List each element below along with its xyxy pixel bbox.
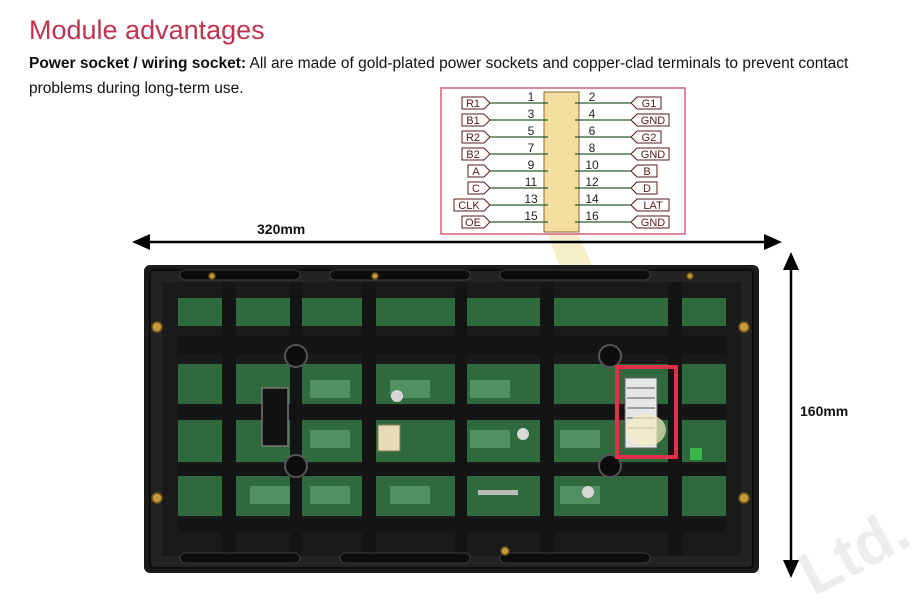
signal-tag — [467, 164, 491, 178]
signal-label: D — [643, 183, 651, 195]
pin-row-left-11: C 11 — [467, 175, 548, 195]
pin-row-right-2: G1 2 — [575, 90, 662, 110]
signal-label: GND — [641, 217, 666, 229]
signal-label: B2 — [466, 149, 479, 161]
signal-label: G2 — [642, 132, 657, 144]
signal-tag — [461, 96, 491, 110]
pin-number: 1 — [528, 90, 535, 104]
signal-tag — [630, 181, 658, 195]
pin-number: 2 — [589, 90, 596, 104]
signal-tag — [461, 130, 491, 144]
feature-description: Power socket / wiring socket: All are ma… — [29, 51, 889, 101]
width-dimension-label: 320mm — [257, 221, 306, 237]
pin-number: 8 — [589, 141, 596, 155]
pin-number: 6 — [589, 124, 596, 138]
pin-row-left-1: R1 1 — [461, 90, 548, 110]
signal-tag — [467, 181, 491, 195]
feature-label: Power socket / wiring socket: — [29, 55, 247, 72]
signal-label: CLK — [458, 200, 480, 212]
pin-number: 13 — [524, 192, 538, 206]
pin-number: 14 — [585, 192, 599, 206]
signal-tag — [630, 164, 658, 178]
pin-number: 5 — [528, 124, 535, 138]
pin-row-right-6: G2 6 — [575, 124, 662, 144]
pin-row-left-15: OE 15 — [461, 209, 548, 229]
height-dimension-arrow — [783, 252, 799, 578]
signal-label: GND — [641, 149, 666, 161]
highlight-box — [615, 365, 678, 459]
pin-number: 11 — [525, 175, 538, 189]
width-dimension-arrow — [132, 234, 782, 250]
led-module-panel — [144, 265, 759, 573]
pin-row-right-16: GND 16 — [575, 209, 670, 229]
pin-number: 15 — [524, 209, 538, 223]
signal-label: G1 — [642, 98, 657, 110]
height-dimension-label: 160mm — [800, 403, 849, 419]
signal-label: B — [643, 166, 650, 178]
signal-label: C — [472, 183, 480, 195]
pin-number: 10 — [585, 158, 599, 172]
signal-label: A — [472, 166, 480, 178]
signal-tag — [630, 130, 662, 144]
signal-label: B1 — [466, 115, 479, 127]
feature-text: All are made of gold-plated power socket… — [29, 55, 849, 97]
pin-row-left-13: CLK 13 — [453, 192, 548, 212]
pin-row-right-10: B 10 — [575, 158, 658, 178]
pin-number: 9 — [528, 158, 535, 172]
signal-tag — [630, 147, 670, 161]
signal-tag — [461, 113, 491, 127]
signal-label: OE — [465, 217, 481, 229]
pin-number: 7 — [528, 141, 535, 155]
signal-tag — [630, 96, 662, 110]
pin-number: 16 — [585, 209, 599, 223]
pin-number: 4 — [589, 107, 596, 121]
signal-label: GND — [641, 115, 666, 127]
pin-number: 3 — [528, 107, 535, 121]
pin-row-right-12: D 12 — [575, 175, 658, 195]
signal-label: LAT — [643, 200, 663, 212]
pin-row-right-8: GND 8 — [575, 141, 670, 161]
pin-row-right-14: LAT 14 — [575, 192, 670, 212]
pin-row-left-7: B2 7 — [461, 141, 548, 161]
signal-label: R1 — [466, 98, 480, 110]
signal-tag — [461, 215, 491, 229]
pin-row-right-4: GND 4 — [575, 107, 670, 127]
signal-label: R2 — [466, 132, 480, 144]
signal-tag — [630, 215, 670, 229]
page-title: Module advantages — [29, 15, 265, 45]
signal-tag — [630, 198, 670, 212]
pin-number: 12 — [585, 175, 599, 189]
header-connector — [543, 91, 580, 233]
signal-tag — [461, 147, 491, 161]
signal-tag — [630, 113, 670, 127]
pin-row-left-5: R2 5 — [461, 124, 548, 144]
signal-tag — [453, 198, 491, 212]
pin-row-left-3: B1 3 — [461, 107, 548, 127]
watermark: Ltd. — [788, 495, 912, 602]
